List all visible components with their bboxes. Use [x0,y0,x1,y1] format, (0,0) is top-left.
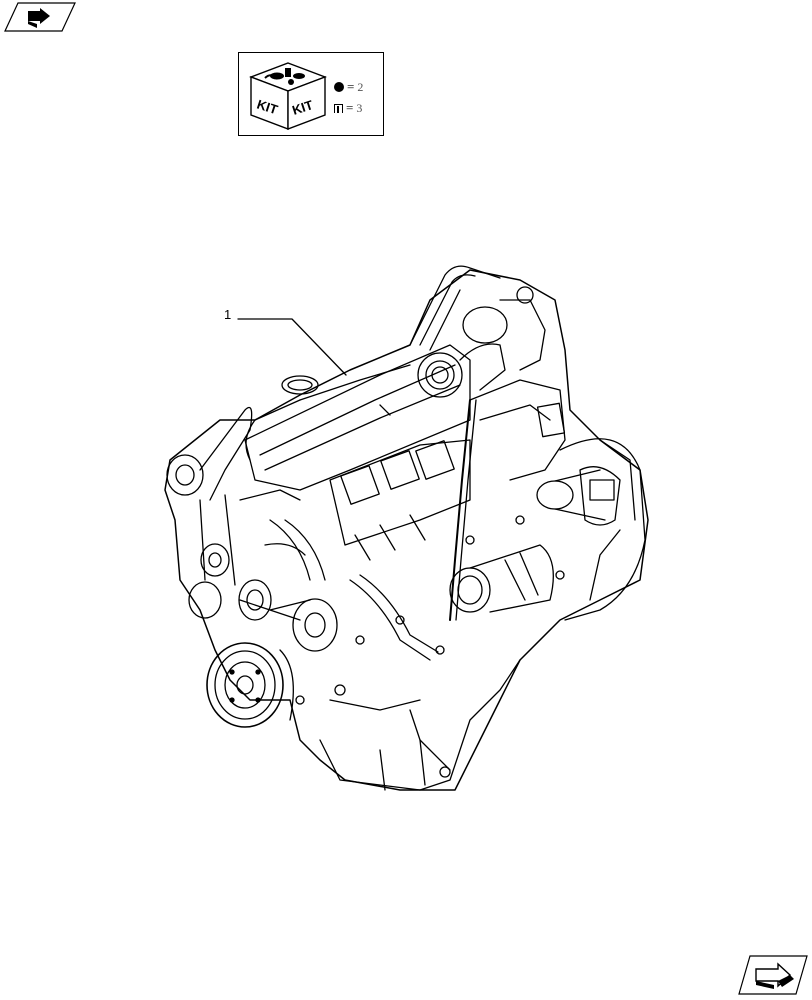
oil-pan [319,659,521,791]
kit-label-left: KIT [255,97,280,118]
next-page-arrow-icon[interactable] [738,955,808,995]
alternator [449,567,491,613]
engine-outline [164,269,649,791]
kit-legend-row-dot: = 2 [334,80,363,94]
oil-filler-cap [281,375,319,395]
crankshaft-damper [206,642,284,728]
dipstick-tube [449,399,471,621]
equals-sign: = [346,100,354,115]
callout-leader-line [237,318,347,376]
bell-housing [559,438,646,621]
turbocharger [417,352,463,398]
bullet-dot-icon [334,82,344,92]
bracket-link-icon [334,103,343,113]
equals-sign: = [347,79,355,94]
kit-dot-count: 2 [357,80,364,94]
kit-box-icon: KIT KIT [249,62,327,131]
tensioner-pulley [200,543,230,577]
kit-link-count: 3 [356,101,363,115]
water-pump-pulley [238,579,272,621]
starter-motor [579,466,621,526]
page-tab-arrow-icon[interactable] [4,2,76,32]
intake-manifold [329,439,471,546]
idler-pulley [166,454,204,496]
kit-label-right: KIT [290,97,315,118]
callout-number-1: 1 [224,307,232,322]
fuel-line [409,265,501,346]
drain-plug [439,766,451,778]
valve-cover [244,344,471,491]
kit-legend-box: KIT KIT [238,52,384,136]
kit-legend-row-link: = 3 [334,101,362,115]
